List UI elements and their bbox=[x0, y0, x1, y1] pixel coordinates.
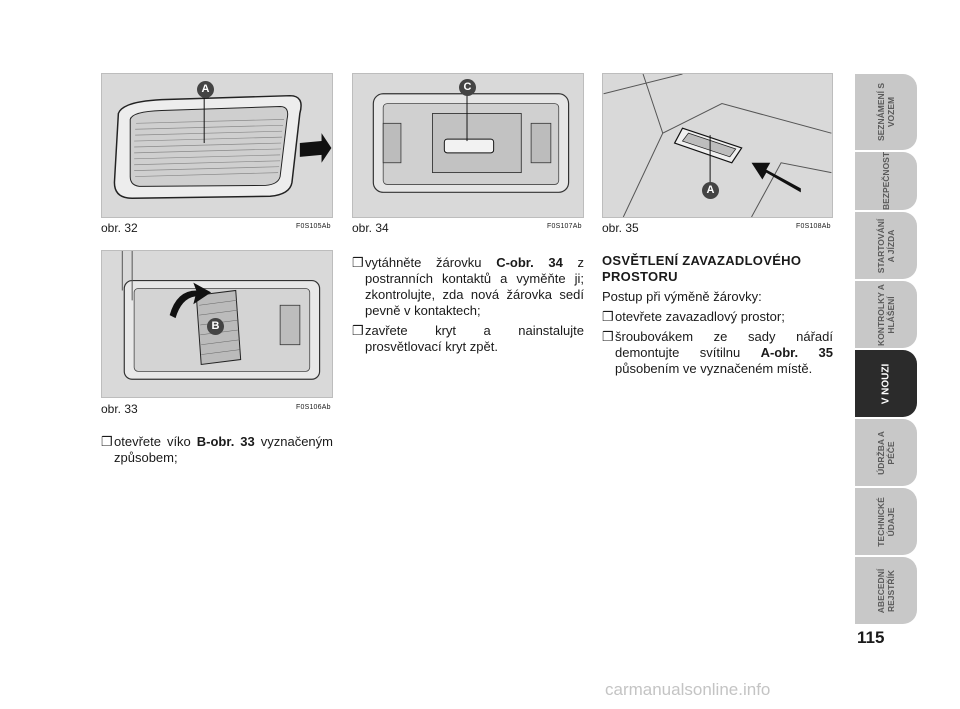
tab-seznameni-s-vozem[interactable]: SEZNÁMENÍ S VOZEM bbox=[855, 74, 917, 150]
figure-32-caption: obr. 32 bbox=[101, 221, 138, 235]
column-1: ❒otevřete víko B-obr. 33 vyznačeným způs… bbox=[101, 434, 333, 470]
bulb-removal-illustration bbox=[372, 93, 570, 193]
bullet-item: ❒vytáhněte žárovku C-obr. 34 z postranní… bbox=[352, 255, 584, 318]
tab-kontrolky-a-hlaseni[interactable]: KONTROLKY A HLÁŠENÍ bbox=[855, 281, 917, 348]
figure-32: A bbox=[101, 73, 333, 218]
bullet-item: ❒otevřete víko B-obr. 33 vyznačeným způs… bbox=[101, 434, 333, 465]
figure-32-code: F0S105Ab bbox=[296, 223, 331, 230]
callout-a: A bbox=[197, 81, 214, 98]
tab-technicke-udaje[interactable]: TECHNICKÉ ÚDAJE bbox=[855, 488, 917, 555]
callout-b: B bbox=[207, 318, 224, 335]
luggage-lamp-illustration bbox=[603, 74, 832, 217]
checkbox-bullet-icon: ❒ bbox=[602, 329, 614, 344]
tab-bezpecnost[interactable]: BEZPEČNOST bbox=[855, 152, 917, 210]
tab-udrzba-a-pece[interactable]: ÚDRŽBA A PÉČE bbox=[855, 419, 917, 486]
checkbox-bullet-icon: ❒ bbox=[602, 309, 614, 324]
figure-34-code: F0S107Ab bbox=[547, 223, 582, 230]
column-2: ❒vytáhněte žárovku C-obr. 34 z postranní… bbox=[352, 255, 584, 359]
figure-35: A bbox=[602, 73, 833, 218]
section-heading: OSVĚTLENÍ ZAVAZADLOVÉHO PROSTORU bbox=[602, 253, 802, 284]
checkbox-bullet-icon: ❒ bbox=[101, 434, 113, 449]
bullet-item: ❒zavřete kryt a nainstalujte prosvětlova… bbox=[352, 323, 584, 354]
checkbox-bullet-icon: ❒ bbox=[352, 323, 364, 338]
figure-35-code: F0S108Ab bbox=[796, 223, 831, 230]
callout-a: A bbox=[702, 182, 719, 199]
watermark: carmanualsonline.info bbox=[605, 680, 771, 699]
figure-34-caption: obr. 34 bbox=[352, 221, 389, 235]
figure-33: B bbox=[101, 250, 333, 398]
courtesy-lamp-illustration bbox=[113, 94, 332, 200]
page-number: 115 bbox=[857, 628, 885, 647]
figure-33-caption: obr. 33 bbox=[101, 402, 138, 416]
column-3: OSVĚTLENÍ ZAVAZADLOVÉHO PROSTORU Postup … bbox=[602, 253, 833, 381]
intro-text: Postup při výměně žárovky: bbox=[602, 289, 762, 304]
tab-startovani-a-jizda[interactable]: STARTOVÁNÍ A JÍZDA bbox=[855, 212, 917, 279]
bullet-item: ❒otevřete zavazadlový prostor; bbox=[602, 309, 785, 324]
tab-abecedni-rejstrik[interactable]: ABECEDNÍ REJSTŘÍK bbox=[855, 557, 917, 624]
figure-34: C bbox=[352, 73, 584, 218]
checkbox-bullet-icon: ❒ bbox=[352, 255, 364, 270]
figure-35-caption: obr. 35 bbox=[602, 221, 639, 235]
bullet-item: ❒šroubovákem ze sady nářadí demontujte s… bbox=[602, 329, 833, 376]
figure-33-code: F0S106Ab bbox=[296, 404, 331, 411]
tab-v-nouzi[interactable]: V NOUZI bbox=[855, 350, 917, 417]
callout-c: C bbox=[459, 79, 476, 96]
